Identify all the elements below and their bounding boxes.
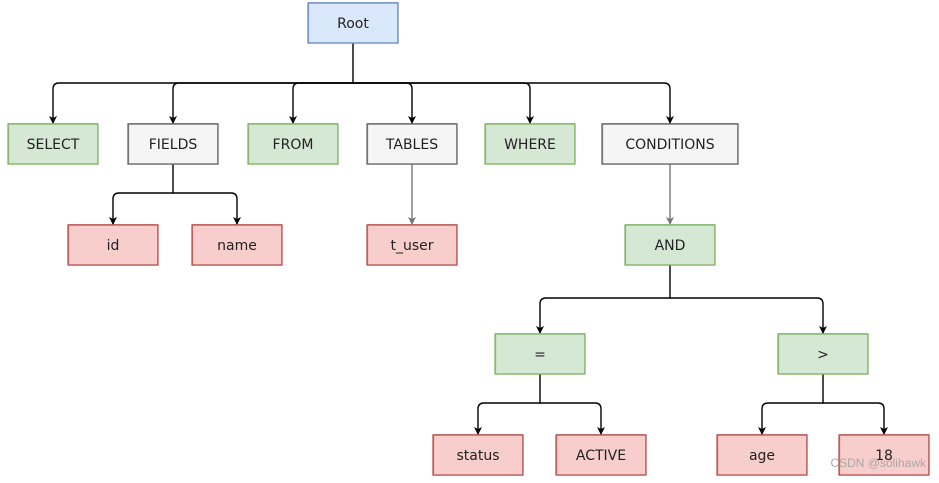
edge-fields-to-id (109, 192, 174, 225)
node-t_user-box (366, 224, 458, 266)
node-active-sketch (556, 434, 646, 476)
edges-layer (49, 42, 888, 435)
node-name-sketch (192, 224, 282, 266)
edge-gt-to-age (758, 402, 824, 435)
edge-root-to-where (352, 82, 534, 124)
node-where: WHERE (484, 123, 576, 165)
node-n18-label: 18 (875, 448, 893, 464)
node-select-box (7, 123, 99, 165)
node-status-sketch (433, 434, 523, 476)
edge-fields-to-name (172, 192, 241, 225)
edge-gt-to-n18 (822, 402, 888, 435)
node-age-label: age (749, 448, 775, 464)
node-root-label: Root (337, 16, 369, 32)
node-id-box (67, 224, 159, 266)
node-from: FROM (247, 123, 339, 165)
node-status: status (432, 434, 524, 476)
node-status-box (432, 434, 524, 476)
edge-eq-to-status (474, 402, 541, 435)
node-age-box (716, 434, 808, 476)
node-conditions-label: CONDITIONS (625, 137, 714, 153)
node-root-sketch (308, 2, 398, 44)
node-select-label: SELECT (27, 137, 80, 153)
node-id-label: id (107, 238, 120, 254)
edge-and-to-eq (536, 297, 671, 334)
node-conditions-sketch (602, 123, 738, 165)
node-active-label: ACTIVE (576, 448, 626, 464)
node-tables-box (366, 123, 458, 165)
node-conditions: CONDITIONS (601, 123, 739, 165)
node-active: ACTIVE (555, 434, 647, 476)
node-n18: 18 (838, 434, 930, 476)
node-active-box (555, 434, 647, 476)
node-eq-box (494, 333, 586, 375)
node-status-label: status (456, 448, 499, 464)
node-n18-sketch (839, 434, 929, 476)
node-and: AND (624, 224, 716, 266)
node-t_user-sketch (367, 224, 457, 266)
edge-root-to-tables (352, 82, 416, 124)
node-fields-label: FIELDS (149, 137, 198, 153)
node-from-box (247, 123, 339, 165)
node-and-sketch (625, 224, 715, 266)
node-eq-sketch (495, 333, 585, 375)
node-and-box (624, 224, 716, 266)
node-name-box (191, 224, 283, 266)
node-and-label: AND (655, 238, 686, 254)
edge-root-to-from (289, 82, 354, 124)
node-select: SELECT (7, 123, 99, 165)
edge-eq-to-active (539, 402, 605, 435)
watermark: CSDN @solihawk (830, 456, 926, 470)
node-eq: = (494, 333, 586, 375)
node-tables-label: TABLES (385, 137, 438, 153)
node-gt-label: > (817, 347, 829, 363)
node-id: id (67, 224, 159, 266)
node-where-box (484, 123, 576, 165)
node-where-sketch (485, 123, 575, 165)
node-name: name (191, 224, 283, 266)
node-gt-sketch (778, 333, 868, 375)
node-tables: TABLES (366, 123, 458, 165)
edge-root-to-select (49, 82, 354, 124)
edge-root-to-fields (169, 82, 354, 124)
node-t_user: t_user (366, 224, 458, 266)
edge-and-to-gt (669, 297, 827, 334)
edge-root-to-conditions (352, 82, 674, 124)
node-age-sketch (717, 434, 807, 476)
node-where-label: WHERE (504, 137, 556, 153)
node-name-label: name (217, 238, 257, 254)
node-fields-box (127, 123, 219, 165)
node-age: age (716, 434, 808, 476)
node-t_user-label: t_user (390, 238, 433, 254)
node-select-sketch (8, 123, 98, 165)
node-fields-sketch (128, 123, 218, 165)
node-root: Root (307, 2, 399, 44)
node-from-label: FROM (273, 137, 314, 153)
node-gt: > (777, 333, 869, 375)
node-tables-sketch (367, 123, 457, 165)
node-from-sketch (248, 123, 338, 165)
node-n18-box (838, 434, 930, 476)
node-id-sketch (68, 224, 158, 266)
node-eq-label: = (534, 347, 546, 363)
node-fields: FIELDS (127, 123, 219, 165)
